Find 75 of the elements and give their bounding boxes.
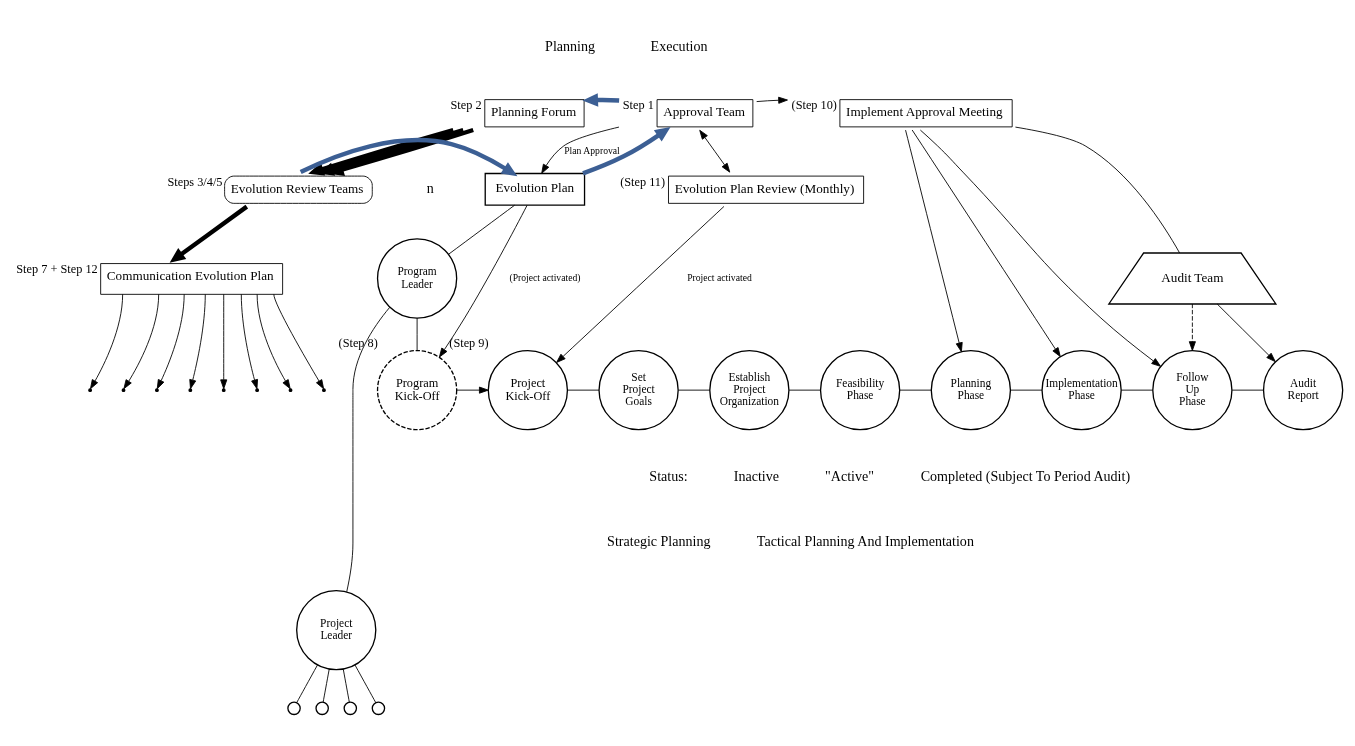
node-circle: Program Leader	[376, 238, 458, 319]
node-circle	[371, 701, 386, 716]
connector	[416, 317, 418, 351]
arrow	[556, 206, 725, 363]
connector	[1120, 389, 1154, 391]
node-box: Evolution Plan Review (Monthly)	[668, 175, 865, 204]
label: Completed (Subject To Period Audit)	[920, 468, 1131, 485]
connector	[1015, 126, 1181, 254]
node-circle	[287, 701, 301, 716]
arrow	[220, 293, 228, 390]
arrow	[240, 293, 258, 390]
label: Tactical Planning And Implementation	[756, 532, 974, 549]
label: Inactive	[733, 468, 780, 485]
node-box: Evolution Review Teams	[224, 175, 373, 204]
node-label: Steps 3/4/5	[167, 174, 223, 189]
connector	[342, 668, 350, 703]
connector	[322, 668, 330, 703]
arrow	[299, 138, 518, 177]
connector	[899, 389, 932, 391]
connector	[677, 389, 711, 391]
arrow	[456, 386, 489, 394]
connector	[354, 664, 377, 704]
connector	[296, 664, 318, 704]
connector	[1010, 389, 1043, 391]
node-box: Approval Team	[656, 99, 754, 128]
arrow	[582, 126, 671, 176]
node-label: (Step 9)	[449, 336, 489, 351]
connector	[788, 389, 821, 391]
arrow	[541, 126, 620, 174]
node-circle: Establish Project Organization	[709, 349, 790, 431]
label: Planning	[545, 37, 596, 54]
node-circle	[343, 701, 358, 716]
arrow	[156, 293, 185, 390]
arrow	[169, 204, 249, 263]
connector	[1231, 389, 1264, 391]
edge-label: (Project activated)	[509, 271, 581, 283]
connector	[346, 306, 391, 593]
arrow	[256, 293, 291, 390]
label: Strategic Planning	[607, 532, 711, 549]
arrow	[582, 93, 620, 107]
node-label: (Step 11)	[620, 174, 666, 189]
arrow	[911, 129, 1061, 357]
arrow	[90, 293, 124, 390]
label: "Active"	[825, 468, 875, 485]
label: n	[426, 179, 434, 196]
node-box: Evolution Plan	[484, 172, 586, 206]
node-label: (Step 8)	[338, 336, 378, 351]
node-box: Implement Approval Meeting	[839, 99, 1013, 128]
node-label: (Step 10)	[791, 98, 837, 113]
label: Execution	[650, 37, 708, 54]
arrow	[919, 129, 1161, 367]
node-circle: Set Project Goals	[598, 349, 679, 431]
node-box: Planning Forum	[484, 99, 585, 128]
node-label: Step 7 + Step 12	[16, 262, 98, 277]
arrow	[1188, 303, 1196, 351]
node-circle: Project Leader	[296, 589, 377, 671]
arrow	[905, 129, 963, 353]
arrow	[699, 129, 731, 173]
node-label: Step 1	[622, 98, 654, 113]
connector	[567, 389, 600, 391]
node-circle	[315, 701, 329, 716]
arrow	[273, 293, 325, 390]
arrow	[189, 293, 206, 390]
arrow	[439, 204, 528, 358]
connector	[448, 204, 516, 255]
node-label: Step 2	[450, 98, 482, 113]
arrow	[756, 96, 788, 104]
arrow	[1216, 303, 1276, 363]
arrow	[123, 293, 160, 390]
edge-label: Plan Approval	[564, 144, 620, 156]
node-circle: Feasibility Phase	[819, 349, 901, 431]
node-box: Communication Evolution Plan	[100, 263, 284, 295]
node-circle: Planning Phase	[930, 349, 1012, 431]
label: Status:	[649, 468, 688, 485]
edge-label: Project activated	[687, 271, 752, 283]
